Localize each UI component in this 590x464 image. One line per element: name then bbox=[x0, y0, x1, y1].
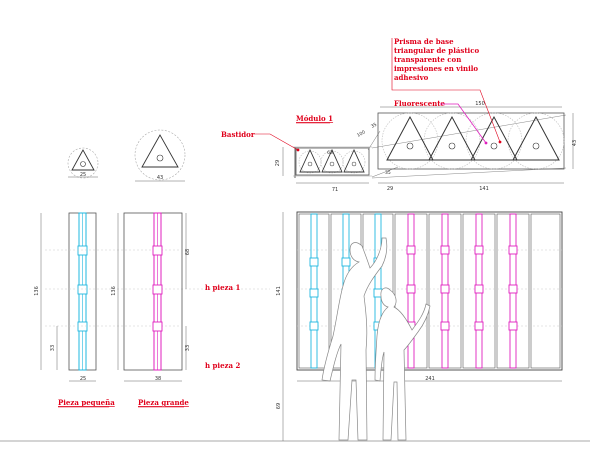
dim-mod-inner: 63 bbox=[327, 150, 333, 156]
annotation-fluorescente: Fluorescente bbox=[394, 99, 488, 145]
dim-p2-low: 33 bbox=[185, 345, 191, 351]
h-pieza-1-label: h pieza 1 bbox=[205, 283, 240, 292]
dim-right-top: 150 bbox=[475, 101, 485, 107]
front-elevation: 141 241 69 bbox=[276, 211, 563, 441]
dim-right-h: 43 bbox=[572, 140, 578, 146]
human-figures bbox=[321, 237, 431, 441]
dim-floor-h: 69 bbox=[276, 403, 282, 409]
prism-label-2: triangular de plástico bbox=[394, 46, 479, 55]
dim-p1-w: 25 bbox=[80, 376, 86, 382]
pieza-pequena-elevation: 136 33 25 Pieza pequeña bbox=[34, 212, 270, 408]
small-triangle-section: 25 bbox=[67, 147, 99, 179]
dim-p2-top: 68 bbox=[185, 249, 191, 255]
prism-label-1: Prisma de base bbox=[394, 37, 454, 46]
dim-front-h: 141 bbox=[276, 286, 282, 296]
annotation-modulo: Módulo 1 bbox=[296, 114, 333, 124]
pieza-grande-label: Pieza grande bbox=[138, 398, 189, 407]
dim-p1-h: 136 bbox=[34, 286, 40, 296]
big-triangle-section: 43 bbox=[134, 129, 186, 182]
dim-mod-diag1: 100 bbox=[356, 129, 367, 139]
module-rotated-plan: 150 43 35 29 141 bbox=[371, 101, 578, 192]
prism-label-5: adhesivo bbox=[394, 73, 429, 82]
dim-front-w: 241 bbox=[425, 376, 435, 382]
dim-mod-diag2: 35 bbox=[370, 122, 378, 130]
module-plan: 63 29 100 35 71 bbox=[275, 122, 399, 193]
pieza-pequena-label: Pieza pequeña bbox=[58, 398, 115, 407]
dim-mod-h: 29 bbox=[275, 160, 281, 166]
dim-right-small: 35 bbox=[385, 170, 391, 176]
annotation-prism: Prisma de base triangular de plástico tr… bbox=[391, 37, 502, 144]
dim-mod-w: 71 bbox=[332, 187, 338, 193]
dim-p1-low: 33 bbox=[50, 345, 56, 351]
bastidor-label: Bastidor bbox=[221, 130, 255, 139]
dim-tri-small: 25 bbox=[80, 172, 86, 178]
prism-label-3: transparente con bbox=[394, 55, 461, 64]
annotation-bastidor: Bastidor bbox=[221, 130, 300, 152]
dim-tri-big: 43 bbox=[157, 175, 163, 181]
h-pieza-2-label: h pieza 2 bbox=[205, 361, 240, 370]
prism-label-4: impresiones en vinilo bbox=[394, 64, 478, 73]
dim-right-b2: 141 bbox=[479, 186, 489, 192]
dim-right-b1: 29 bbox=[387, 186, 393, 192]
pieza-grande-elevation: 136 68 33 38 Pieza grande bbox=[111, 212, 191, 408]
fluorescente-label: Fluorescente bbox=[394, 99, 446, 108]
modulo-label: Módulo 1 bbox=[296, 114, 333, 123]
dim-p2-h: 136 bbox=[111, 286, 117, 296]
dim-p2-w: 38 bbox=[155, 376, 161, 382]
